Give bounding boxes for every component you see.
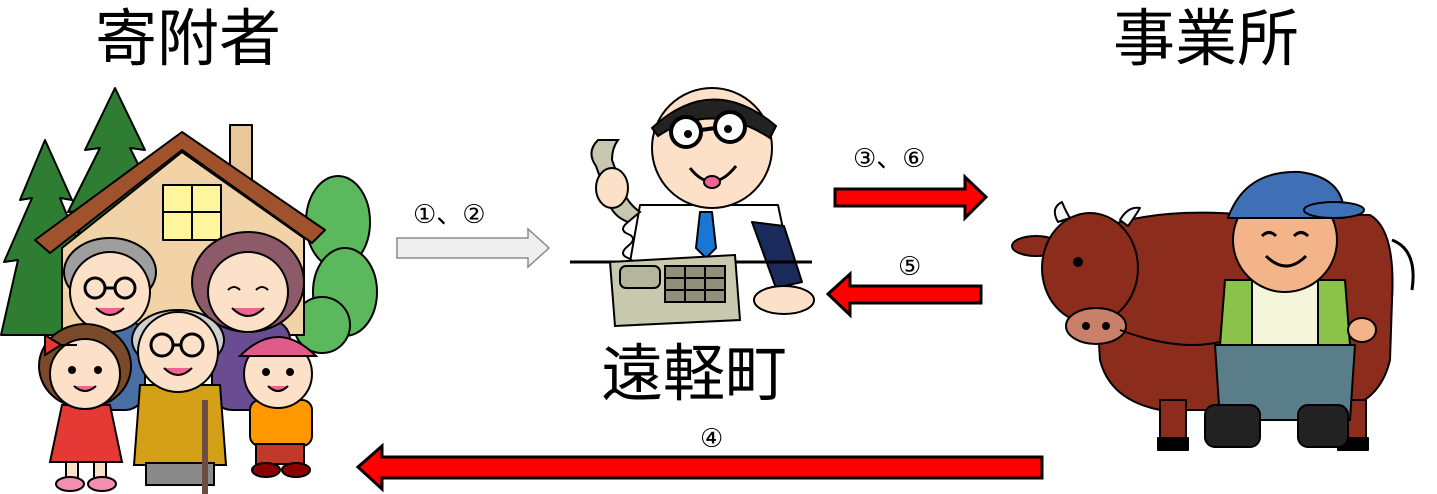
clerk-on-phone-illustration — [570, 87, 815, 328]
red-arrow-shape — [355, 442, 1044, 493]
family-house-illustration — [0, 87, 378, 494]
red-arrow-shape — [833, 173, 989, 222]
arrow-town-to-business — [833, 173, 989, 222]
business-title: 事業所 — [1113, 2, 1300, 75]
step-label-business-to-donor: ④ — [700, 424, 724, 454]
step-label-donor-to-town: ①、② — [413, 200, 486, 230]
clerk-body — [629, 204, 815, 315]
arrow-donor-to-town — [396, 227, 551, 269]
girl-figure — [38, 323, 132, 492]
step-label-business-to-town: ⑤ — [898, 252, 922, 282]
old-man-figure — [131, 309, 228, 486]
farmer-figure — [1204, 170, 1377, 448]
red-arrow-shape — [825, 270, 983, 319]
desk-phone-icon — [608, 253, 742, 328]
step-label-town-to-business: ③、⑥ — [853, 144, 926, 174]
arrow-business-to-town — [825, 270, 983, 319]
arrow-business-to-donor — [355, 442, 1044, 493]
farmer-with-cow-illustration — [1011, 170, 1415, 451]
donor-title: 寄附者 — [95, 2, 282, 75]
bush-icon — [293, 175, 378, 354]
town-title: 遠軽町 — [601, 337, 788, 410]
boy-figure — [237, 336, 319, 478]
phone-handset-icon — [590, 139, 642, 273]
gray-arrow-shape — [396, 227, 551, 269]
clerk-face — [650, 87, 778, 209]
